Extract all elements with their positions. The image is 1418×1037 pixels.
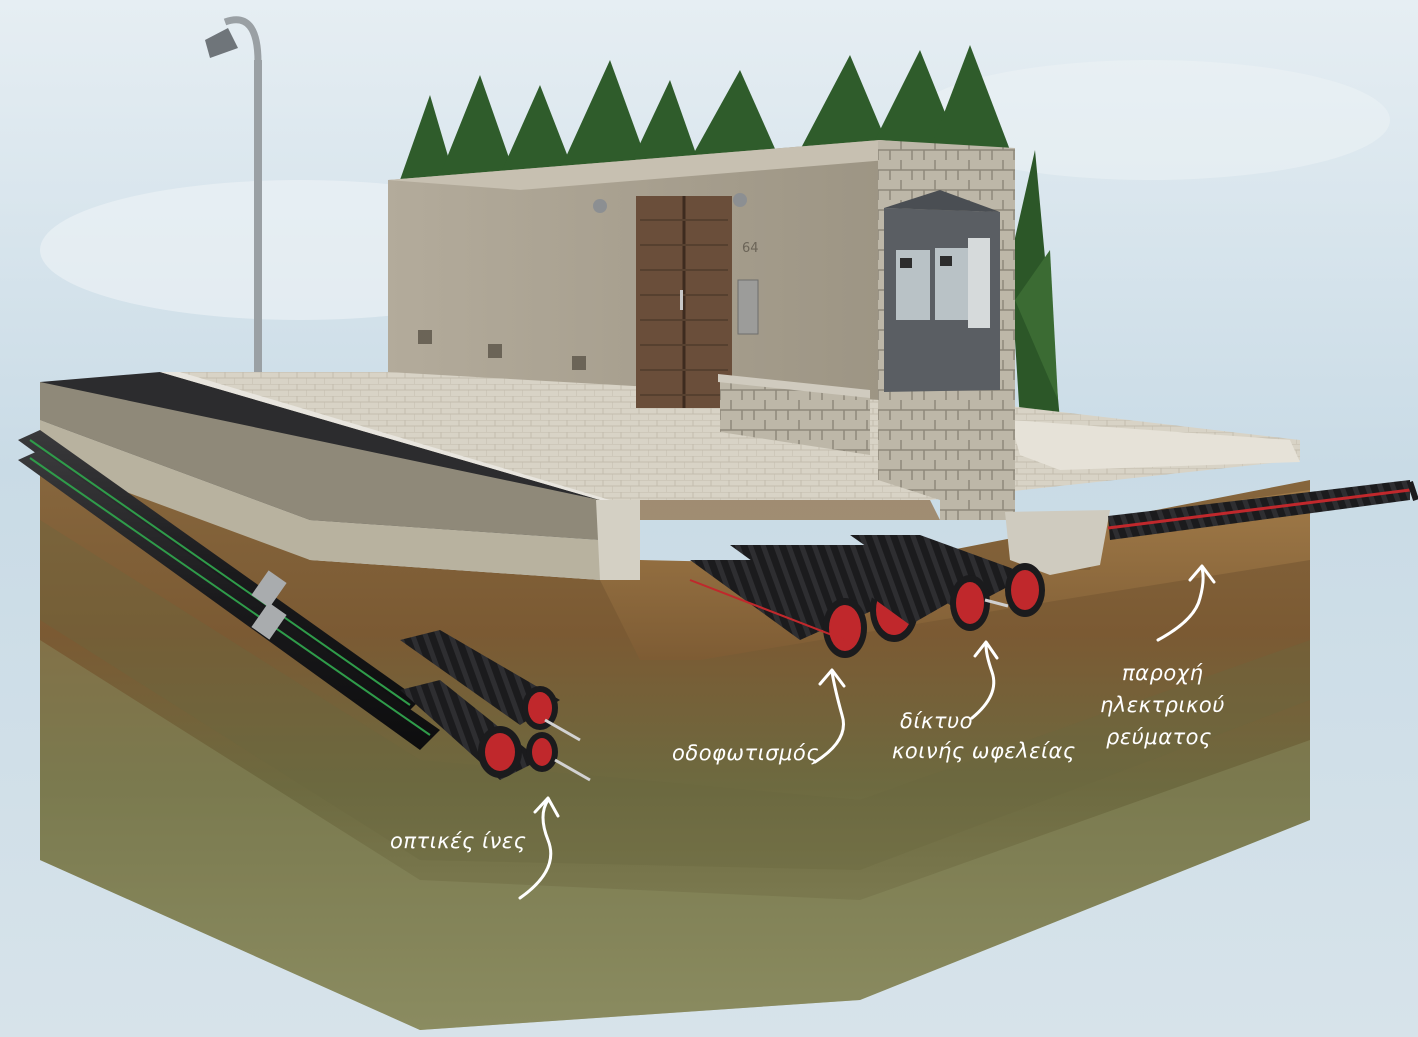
power-supply-pipe bbox=[1107, 480, 1418, 540]
curved-arrow-icon bbox=[1156, 564, 1216, 642]
optical-fiber-pipes bbox=[18, 430, 591, 782]
label-power-supply-3: ρεύματος bbox=[1106, 725, 1212, 749]
curved-arrow-icon bbox=[970, 640, 999, 720]
curved-arrow-icon bbox=[518, 796, 560, 900]
label-utility-network-2: κοινής ωφελείας bbox=[892, 739, 1076, 763]
label-street-lighting: οδοφωτισμός bbox=[672, 741, 819, 765]
utility-network-pipes bbox=[800, 535, 1045, 631]
mailbox bbox=[737, 279, 759, 335]
label-power-supply-2: ηλεκτρικού bbox=[1100, 693, 1225, 717]
electrical-cabinet bbox=[884, 190, 1000, 392]
label-optical-fibers: οπτικές ίνες bbox=[390, 829, 526, 853]
double-door bbox=[636, 196, 732, 408]
curb bbox=[160, 372, 610, 500]
house-number: 64 bbox=[742, 241, 759, 256]
curved-arrow-icon bbox=[813, 668, 846, 764]
stone-bench bbox=[720, 378, 870, 455]
label-utility-network-1: δίκτυο bbox=[900, 709, 973, 733]
label-power-supply-1: παροχή bbox=[1122, 661, 1203, 685]
trees bbox=[400, 45, 1060, 420]
